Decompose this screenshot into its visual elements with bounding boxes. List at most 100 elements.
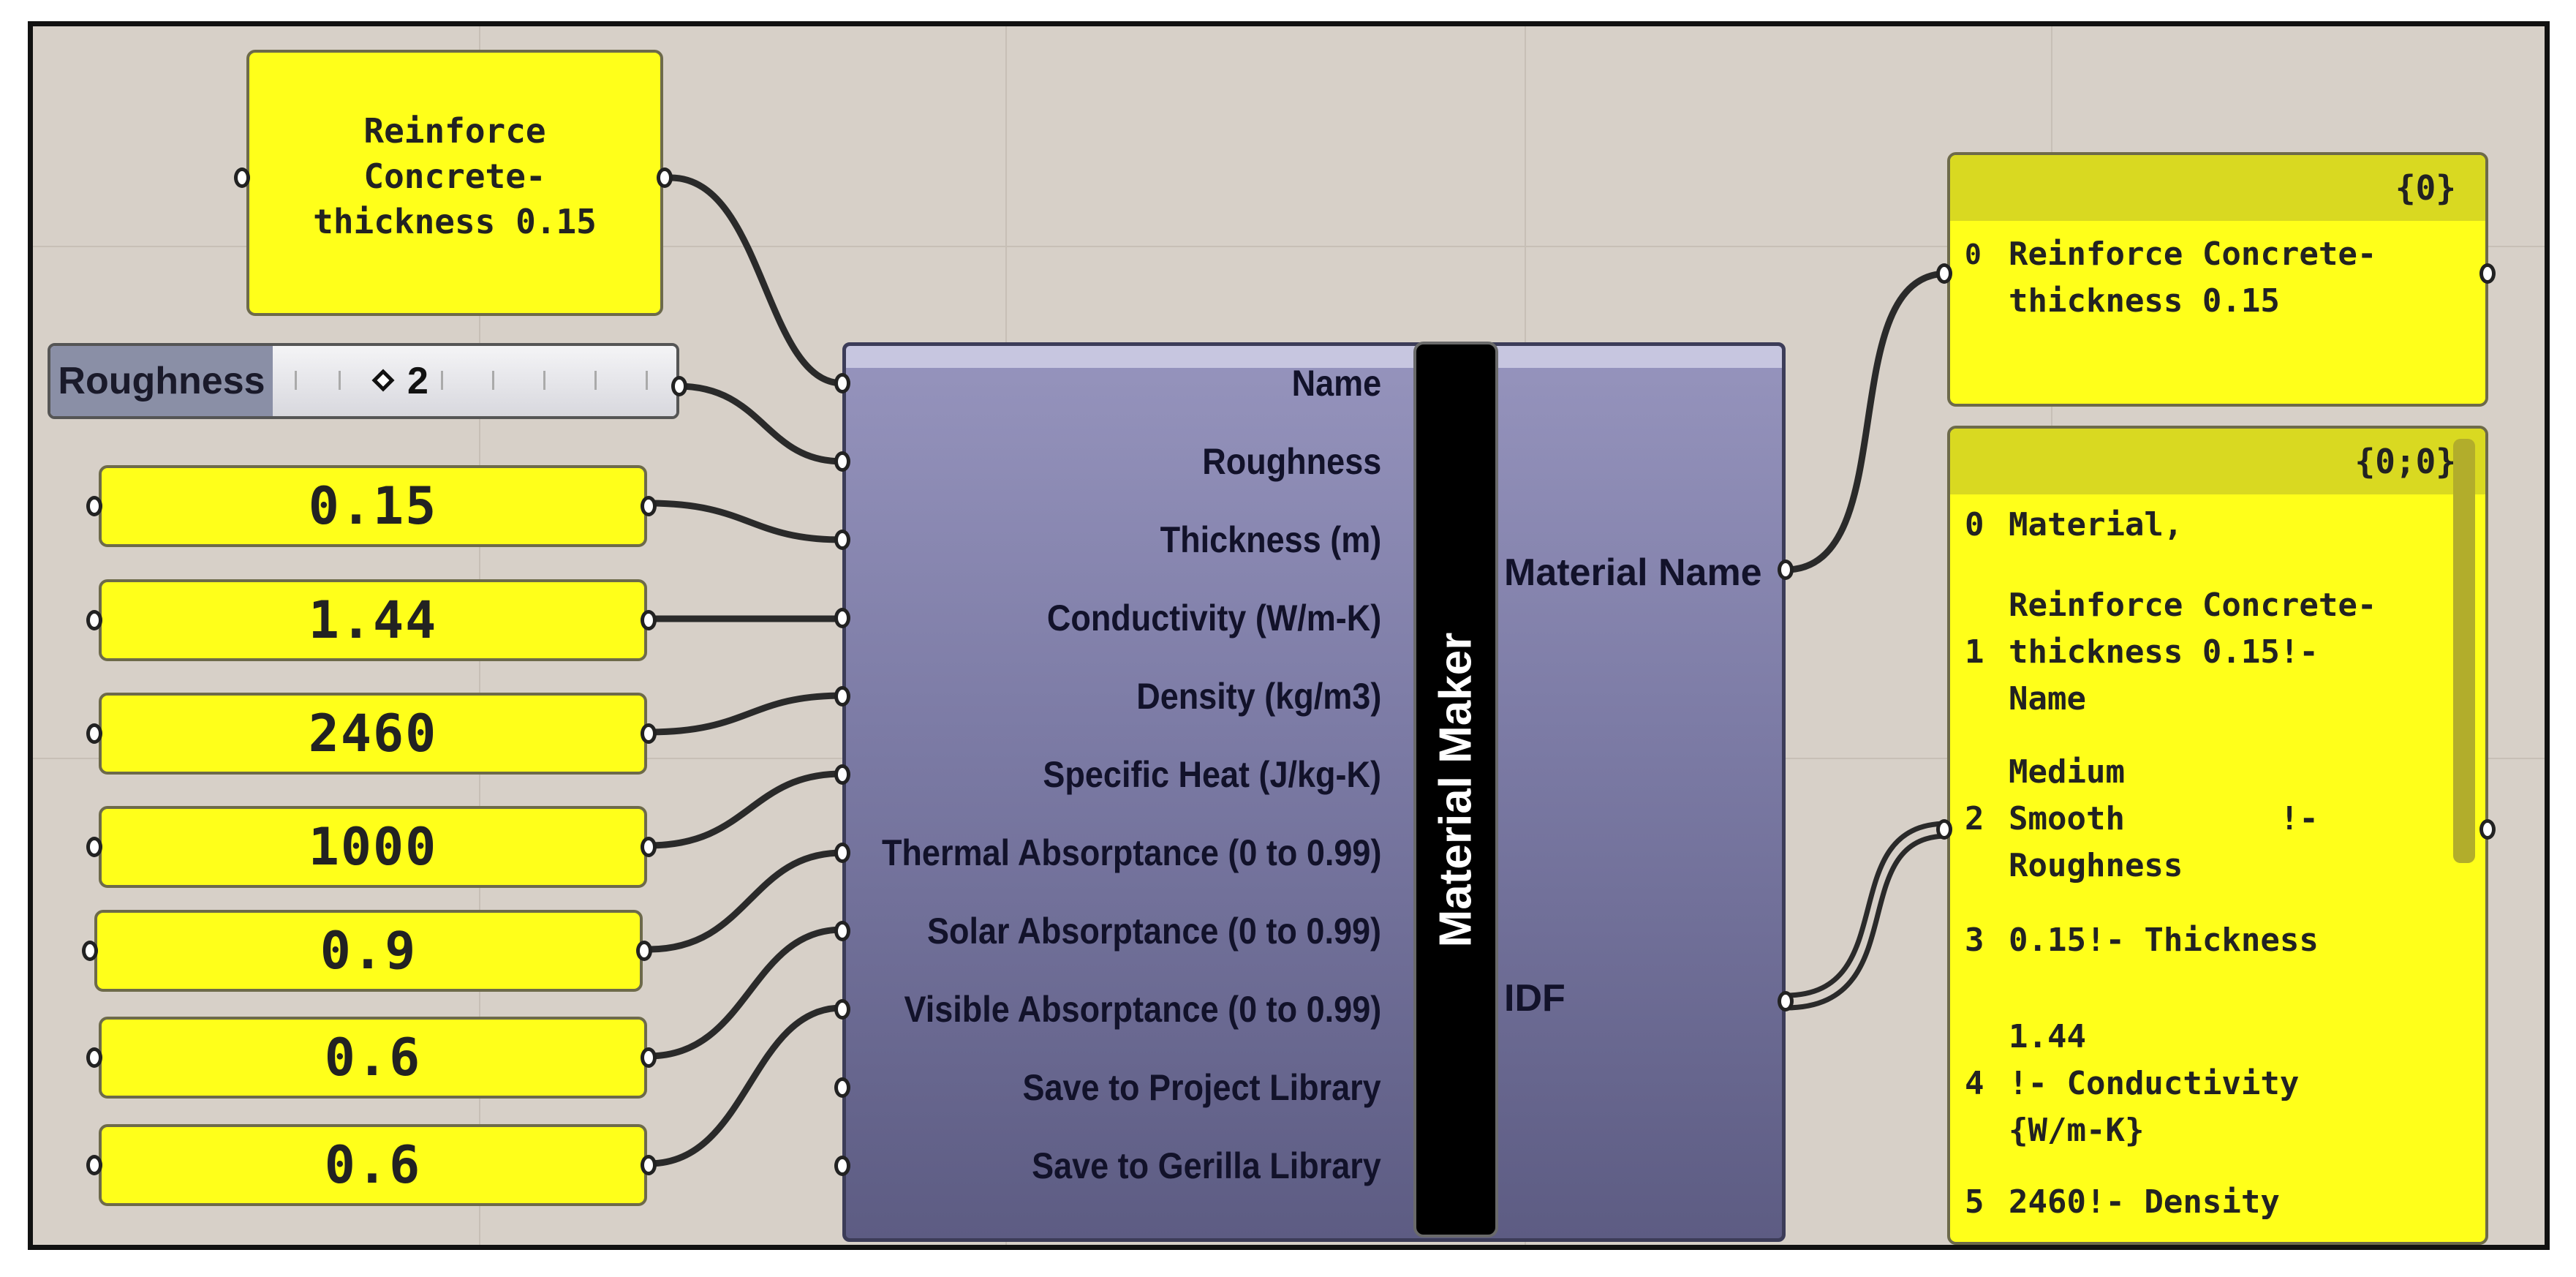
output-grip[interactable] xyxy=(641,610,657,630)
input-grip[interactable] xyxy=(1936,263,1952,284)
component-title-bar[interactable]: Material Maker xyxy=(1413,342,1498,1238)
output-grip[interactable] xyxy=(2479,263,2496,284)
input-thickness-label[interactable]: Thickness (m) xyxy=(1160,519,1381,560)
panel-row: 5 2460!- Density xyxy=(1965,1179,2456,1226)
wire xyxy=(648,500,843,543)
row-text: Reinforce Concrete- thickness 0.15 xyxy=(2009,236,2377,320)
row-index: 5 xyxy=(1965,1183,1984,1221)
component-input-grip[interactable] xyxy=(834,843,850,863)
row-index: 1 xyxy=(1965,633,1984,671)
output-grip[interactable] xyxy=(641,496,657,516)
component-input-grip[interactable] xyxy=(834,451,850,472)
input-density-label[interactable]: Density (kg/m3) xyxy=(1136,676,1381,717)
component-input-grip[interactable] xyxy=(834,921,850,941)
output-grip[interactable] xyxy=(657,167,673,188)
input-grip[interactable] xyxy=(234,167,250,188)
text-panel[interactable]: Reinforce Concrete- thickness 0.15 xyxy=(246,50,663,316)
wire xyxy=(648,1004,843,1167)
output-idf-label[interactable]: IDF xyxy=(1504,977,1565,1020)
input-conductivity-label[interactable]: Conductivity (W/m-K) xyxy=(1046,598,1381,638)
wire xyxy=(648,770,843,849)
output-material-name-label[interactable]: Material Name xyxy=(1504,551,1762,594)
panel-row: 41.44 !- Conductivity {W/m-K} xyxy=(1965,1014,2456,1154)
input-save-gerilla-library-label[interactable]: Save to Gerilla Library xyxy=(1032,1145,1381,1186)
input-solar-absorptance-label[interactable]: Solar Absorptance (0 to 0.99) xyxy=(927,911,1381,952)
wire xyxy=(648,926,843,1060)
wire-layer xyxy=(648,174,1948,1167)
input-name-label[interactable]: Name xyxy=(1291,363,1381,404)
component-input-grip[interactable] xyxy=(834,530,850,550)
wire-material-name xyxy=(1785,270,1948,573)
input-visible-absorptance-label[interactable]: Visible Absorptance (0 to 0.99) xyxy=(904,989,1381,1030)
component-output-grip[interactable] xyxy=(1778,560,1794,580)
wire xyxy=(648,692,843,736)
output-grip[interactable] xyxy=(671,376,687,396)
number-panel-value: 1000 xyxy=(308,817,438,877)
panel-row: 2 Medium Smooth !- Roughness xyxy=(1965,749,2456,889)
grid-line xyxy=(33,246,2545,247)
wire xyxy=(670,174,843,387)
row-text: Medium Smooth !- Roughness xyxy=(2009,753,2319,884)
input-grip[interactable] xyxy=(1936,819,1952,840)
slider-tick xyxy=(441,371,443,390)
text-panel-line: thickness 0.15 xyxy=(313,202,597,241)
input-specific-heat-label[interactable]: Specific Heat (J/kg-K) xyxy=(1043,754,1381,795)
slider-tick xyxy=(543,371,545,390)
number-panel-value: 1.44 xyxy=(308,590,438,650)
number-panel[interactable]: 0.15 xyxy=(99,465,647,547)
input-grip[interactable] xyxy=(82,941,98,961)
output-grip[interactable] xyxy=(2479,819,2496,840)
row-text: 2460!- Density xyxy=(2009,1183,2280,1221)
text-panel-line: Concrete- xyxy=(363,157,546,196)
number-panel-value: 0.15 xyxy=(308,476,438,536)
grasshopper-canvas[interactable]: Reinforce Concrete- thickness 0.15 Rough… xyxy=(28,21,2550,1250)
component-input-grip[interactable] xyxy=(834,1156,850,1176)
slider-tick xyxy=(492,371,494,390)
input-grip[interactable] xyxy=(86,610,102,630)
number-panel[interactable]: 1000 xyxy=(99,806,647,888)
number-panel[interactable]: 0.6 xyxy=(99,1124,647,1206)
component-input-grip[interactable] xyxy=(834,373,850,393)
output-grip[interactable] xyxy=(636,941,652,961)
number-panel[interactable]: 0.9 xyxy=(94,910,643,992)
slider-label: Roughness xyxy=(50,346,276,416)
wire-idf xyxy=(1785,833,1948,1011)
input-thermal-absorptance-label[interactable]: Thermal Absorptance (0 to 0.99) xyxy=(881,832,1381,873)
number-panel[interactable]: 1.44 xyxy=(99,579,647,661)
input-grip[interactable] xyxy=(86,837,102,857)
input-roughness-label[interactable]: Roughness xyxy=(1201,441,1381,482)
output-grip[interactable] xyxy=(641,723,657,744)
panel-row: 1 Reinforce Concrete- thickness 0.15!- Na… xyxy=(1965,582,2456,723)
number-panel[interactable]: 0.6 xyxy=(99,1017,647,1099)
row-index: 2 xyxy=(1965,800,1984,837)
output-grip[interactable] xyxy=(641,1155,657,1175)
component-input-grip[interactable] xyxy=(834,608,850,628)
number-panel-value: 0.9 xyxy=(320,921,418,981)
component-input-grip[interactable] xyxy=(834,686,850,707)
component-input-grip[interactable] xyxy=(834,1077,850,1098)
material-maker-component[interactable]: Name Roughness Thickness (m) Conductivit… xyxy=(842,342,1786,1242)
output-grip[interactable] xyxy=(641,837,657,857)
slider-tick xyxy=(594,371,597,390)
panel-scrollbar[interactable] xyxy=(2453,439,2475,863)
component-input-grip[interactable] xyxy=(834,764,850,785)
output-grip[interactable] xyxy=(641,1047,657,1068)
input-grip[interactable] xyxy=(86,1047,102,1068)
row-text: Reinforce Concrete- thickness 0.15!- Nam… xyxy=(2009,587,2377,717)
input-grip[interactable] xyxy=(86,723,102,744)
input-grip[interactable] xyxy=(86,496,102,516)
roughness-slider[interactable]: Roughness 2 xyxy=(48,343,679,419)
row-index: 4 xyxy=(1965,1065,1984,1102)
number-panel[interactable]: 2460 xyxy=(99,693,647,775)
component-input-grip[interactable] xyxy=(834,999,850,1020)
input-grip[interactable] xyxy=(86,1155,102,1175)
input-save-project-library-label[interactable]: Save to Project Library xyxy=(1022,1067,1381,1108)
slider-track[interactable] xyxy=(273,346,676,416)
slider-tick xyxy=(295,371,297,390)
component-output-grip[interactable] xyxy=(1778,991,1794,1012)
